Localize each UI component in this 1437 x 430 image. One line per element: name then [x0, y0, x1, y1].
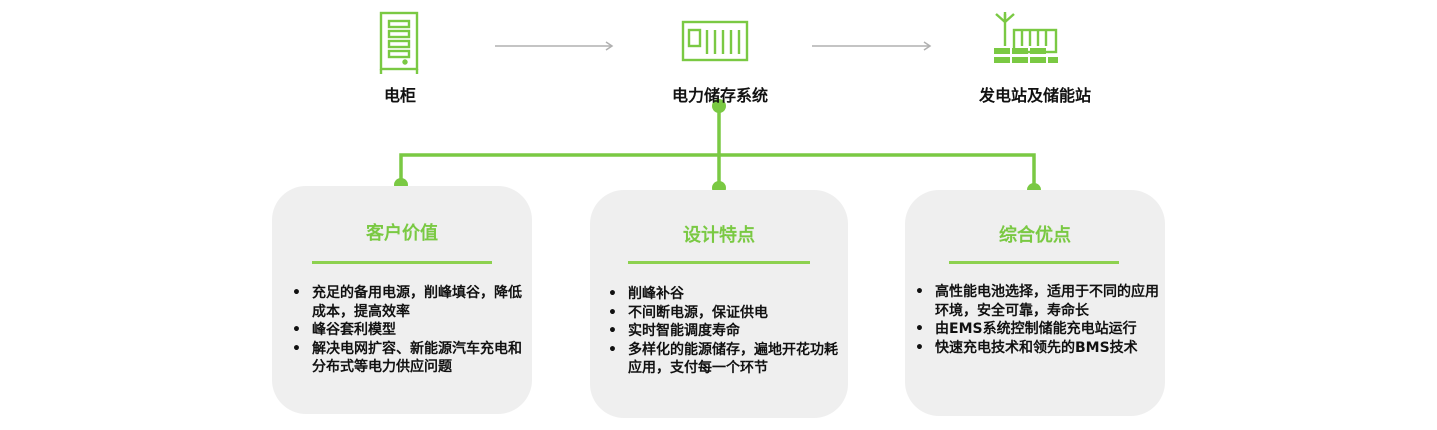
node-label-cabinet: 电柜: [383, 86, 416, 105]
node-label-storage-system: 电力储存系统: [671, 86, 768, 105]
connector-tree: [399, 106, 1036, 190]
card-overall-advantages: 综合优点 高性能电池选择，适用于不同的应用环境，安全可靠，寿命长 由EMS系统控…: [905, 190, 1165, 416]
list-item: 实时智能调度寿命: [606, 322, 846, 341]
list-item: 削峰补谷: [606, 285, 846, 304]
card-divider: [312, 261, 492, 264]
list-item: 解决电网扩容、新能源汽车充电和分布式等电力供应问题: [290, 340, 530, 377]
list-item: 多样化的能源储存，遍地开花功耗应用，支付每一个环节: [606, 341, 846, 378]
arrow-2: [812, 41, 932, 51]
card-customer-value: 客户价值 充足的备用电源，削峰填谷，降低成本，提高效率 峰谷套利模型 解决电网扩…: [272, 186, 532, 414]
connector-dot-top: [712, 99, 726, 113]
node-label-power-station: 发电站及储能站: [978, 86, 1091, 105]
list-item: 由EMS系统控制储能充电站运行: [913, 320, 1159, 339]
container-icon: [681, 20, 749, 62]
cabinet-icon: [379, 11, 419, 74]
card-title: 综合优点: [999, 225, 1071, 246]
card-design-features: 设计特点 削峰补谷 不间断电源，保证供电 实时智能调度寿命 多样化的能源储存，遍…: [590, 190, 848, 418]
list-item: 高性能电池选择，适用于不同的应用环境，安全可靠，寿命长: [913, 283, 1159, 320]
list-item: 不间断电源，保证供电: [606, 304, 846, 323]
power-station-icon: [994, 12, 1058, 63]
card-bullet-list: 高性能电池选择，适用于不同的应用环境，安全可靠，寿命长 由EMS系统控制储能充电…: [913, 283, 1159, 357]
list-item: 充足的备用电源，削峰填谷，降低成本，提高效率: [290, 284, 530, 321]
card-title: 客户价值: [366, 223, 438, 244]
card-bullet-list: 充足的备用电源，削峰填谷，降低成本，提高效率 峰谷套利模型 解决电网扩容、新能源…: [290, 284, 530, 377]
card-bullet-list: 削峰补谷 不间断电源，保证供电 实时智能调度寿命 多样化的能源储存，遍地开花功耗…: [606, 285, 846, 378]
card-divider: [949, 261, 1119, 264]
card-title: 设计特点: [683, 225, 755, 246]
arrow-1: [495, 41, 614, 51]
card-divider: [628, 261, 810, 264]
list-item: 快速充电技术和领先的BMS技术: [913, 339, 1159, 358]
list-item: 峰谷套利模型: [290, 321, 530, 340]
